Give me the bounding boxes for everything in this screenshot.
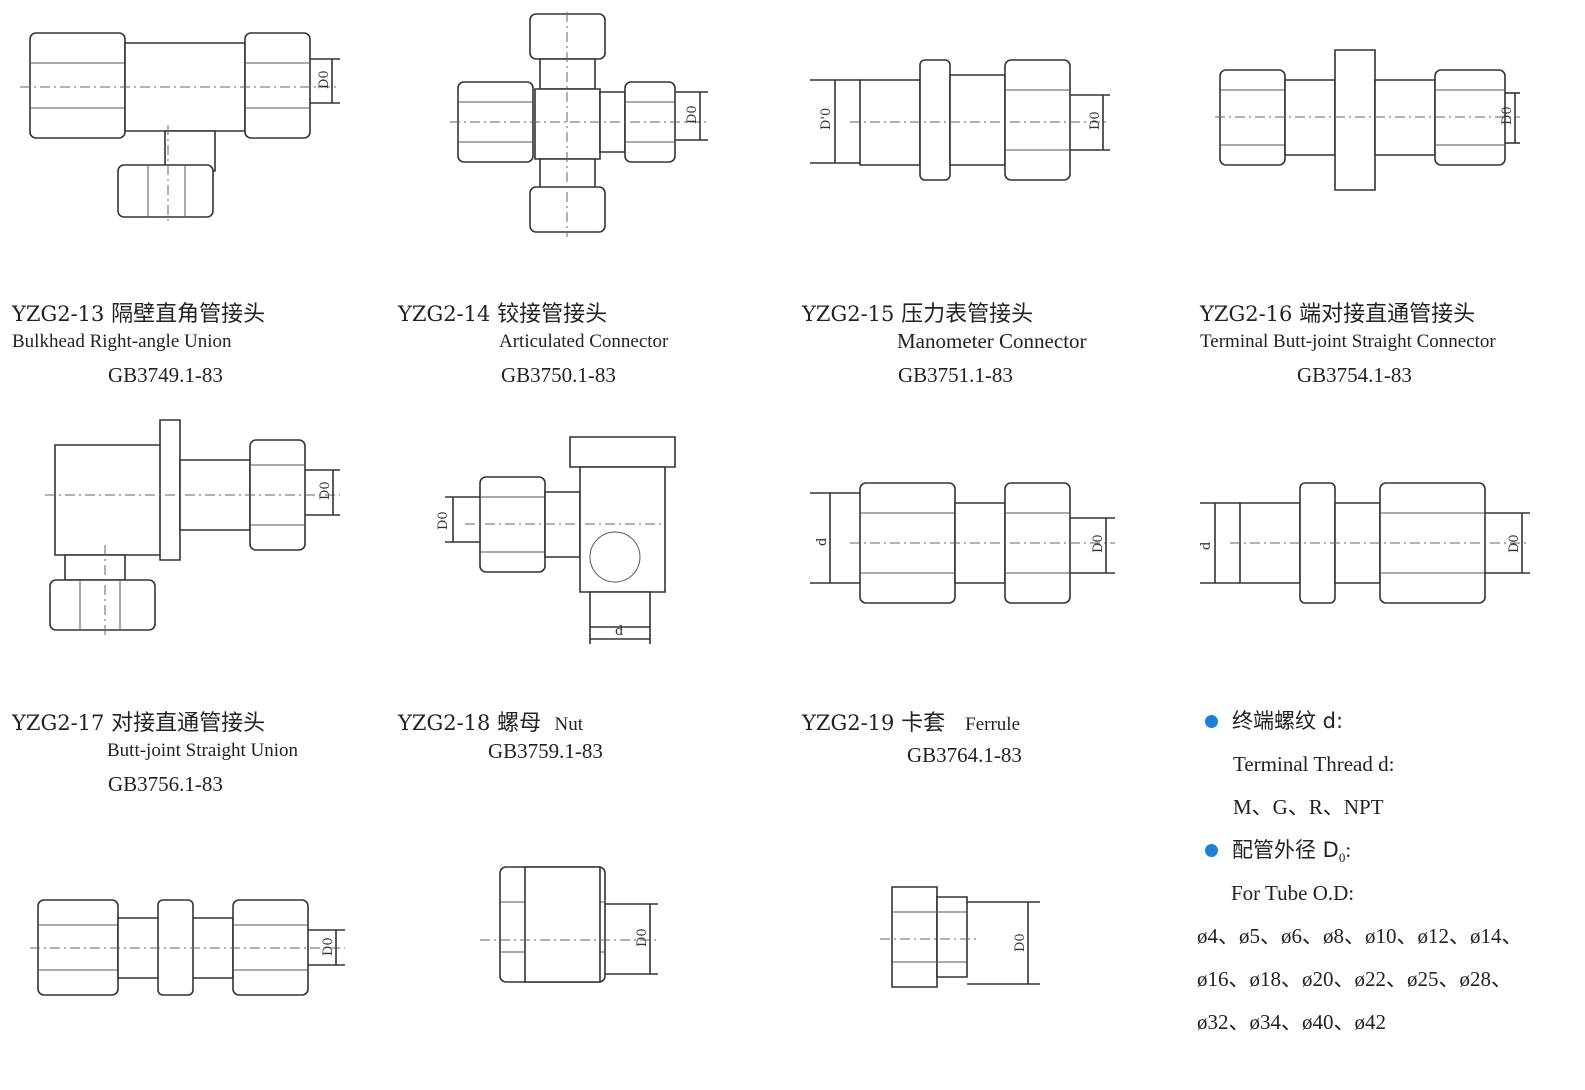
- spec-tube-sizes-3: ø32、ø34、ø40、ø42: [1197, 1010, 1386, 1034]
- item-code-label: YZG2-16 端对接直通管接头: [1200, 302, 1476, 327]
- dim-label: D0: [1013, 933, 1028, 952]
- item-code-label: YZG2-14 铰接管接头: [398, 302, 608, 327]
- item-english-name: Terminal Butt-joint Straight Connector: [1200, 331, 1496, 352]
- item-standard: GB3756.1-83: [108, 772, 223, 796]
- item-english-name: Articulated Connector: [499, 331, 669, 352]
- dim-label: D0: [321, 937, 336, 956]
- spec-thread-values: M、G、R、NPT: [1233, 795, 1384, 819]
- item-english-name: Manometer Connector: [897, 329, 1087, 353]
- spec-tube-sizes-2: ø16、ø18、ø20、ø22、ø25、ø28、: [1197, 967, 1512, 991]
- item-code-label: YZG2-19 卡套 Ferrule: [802, 711, 1021, 736]
- item-code-label: YZG2-18 螺母 Nut: [398, 711, 583, 736]
- dim-label: d: [615, 624, 623, 639]
- drawing-nut: D0: [480, 862, 670, 987]
- item-code-label: YZG2-13 隔壁直角管接头: [12, 302, 266, 327]
- drawing-terminal-butt-joint-side: d D0: [1200, 478, 1540, 608]
- drawing-manometer-connector-side: d D0: [810, 478, 1120, 608]
- drawing-bulkhead-union-side: D0: [45, 415, 345, 640]
- spec-thread-en: Terminal Thread d:: [1233, 752, 1395, 776]
- dim-label: d: [815, 538, 830, 546]
- dim-label: D0: [685, 105, 700, 124]
- item-standard: GB3764.1-83: [907, 743, 1022, 767]
- dim-label: D0: [635, 928, 650, 947]
- spec-thread-cn: 终端螺纹 d:: [1205, 700, 1575, 743]
- item-standard: GB3751.1-83: [898, 363, 1013, 387]
- item-english-name: Bulkhead Right-angle Union: [12, 331, 232, 352]
- item-english-name: Butt-joint Straight Union: [107, 740, 299, 761]
- dim-label: D0: [317, 70, 332, 89]
- dim-label: d: [1200, 542, 1214, 550]
- dim-label: D0: [1091, 534, 1106, 553]
- spec-tube-cn: 配管外径 D0:: [1205, 829, 1575, 872]
- dim-label: D0: [318, 481, 333, 500]
- item-code-label: YZG2-15 压力表管接头: [802, 302, 1034, 327]
- drawing-butt-joint-straight-union: D0: [30, 890, 350, 1005]
- dim-label: D0: [1507, 534, 1522, 553]
- item-standard: GB3759.1-83: [488, 739, 603, 763]
- drawing-articulated-connector: D0: [450, 12, 730, 237]
- item-code-label: YZG2-17 对接直通管接头: [12, 711, 266, 736]
- spec-tube-sizes-1: ø4、ø5、ø6、ø8、ø10、ø12、ø14、: [1197, 924, 1523, 948]
- spec-panel: 终端螺纹 d: Terminal Thread d: M、G、R、NPT 配管外…: [1197, 700, 1575, 1044]
- drawing-manometer-connector: D'0 D0: [810, 55, 1120, 190]
- spec-tube-en: For Tube O.D:: [1231, 881, 1355, 905]
- bullet-icon: [1205, 843, 1218, 857]
- dim-label: D'0: [819, 108, 834, 130]
- drawing-bulkhead-right-angle-union: D0: [20, 25, 350, 225]
- item-standard: GB3749.1-83: [108, 363, 223, 387]
- dim-label: D0: [1500, 106, 1515, 125]
- bullet-icon: [1205, 714, 1218, 728]
- dim-label: D0: [436, 511, 451, 530]
- drawing-ferrule: D0: [880, 882, 1045, 992]
- dim-label: D0: [1088, 111, 1103, 130]
- item-standard: GB3750.1-83: [501, 363, 616, 387]
- drawing-articulated-connector-side: D0 d: [425, 432, 705, 647]
- drawing-terminal-butt-joint-straight-connector: D0: [1215, 45, 1525, 195]
- item-standard: GB3754.1-83: [1297, 363, 1412, 387]
